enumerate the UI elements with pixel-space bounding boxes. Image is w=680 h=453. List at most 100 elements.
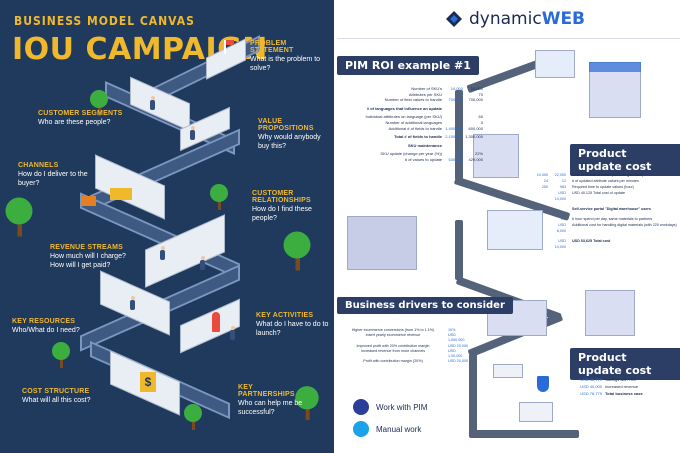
- person-icon: [160, 246, 165, 260]
- total-label: Savings with PIM: [605, 377, 636, 382]
- monitor-icon: [535, 50, 575, 78]
- section-key-activities: KEY ACTIVITIES What do I have to do to l…: [256, 312, 332, 338]
- metric-value-manual: 60: [478, 114, 483, 120]
- driver-value: USD 1,000,000: [448, 333, 465, 343]
- metric-label: Attributes per SKU: [408, 91, 442, 97]
- cost-label: Additional cost for handling digital mat…: [572, 223, 677, 227]
- header-divider: [337, 38, 680, 39]
- driver-row: Profit with contribution margin (20%)USD…: [341, 359, 471, 364]
- driver-label: Increased revenue from more channels: [360, 348, 426, 353]
- tree-icon: [90, 90, 108, 116]
- product-update-cost-title-2: Product update cost: [570, 348, 680, 380]
- total-value: USD 40,000: [580, 384, 602, 389]
- cost-value-2: 22,000: [554, 173, 566, 177]
- cost-value-2: [548, 206, 568, 212]
- metric-value-manual: [463, 143, 483, 149]
- cost-label: # hour spend per day, same materials to …: [572, 217, 653, 221]
- metric-value-manual: 70: [478, 91, 483, 97]
- dollar-sign-icon: $: [140, 372, 156, 392]
- cost-row: 10,000 22,000 Cost of editors to enrich pr…: [528, 172, 678, 178]
- section-desc: Who can help me be successful?: [238, 400, 303, 416]
- section-desc: How much will I charge? How will I get p…: [50, 253, 126, 269]
- road: [469, 354, 477, 434]
- cost-label: USD 40,125 Total cost of update: [572, 191, 626, 195]
- metric-value-pim: 630,000: [448, 156, 463, 162]
- metric-value-manual: 700,000: [468, 97, 483, 103]
- metric-label: SKU maintenance: [407, 142, 442, 148]
- total-value: USD 36,779: [580, 377, 602, 382]
- truck-icon: [82, 196, 96, 206]
- tree-icon: [210, 184, 228, 210]
- legend-dot-manual: [353, 421, 369, 437]
- cost-value-2: 0.5: [560, 217, 566, 221]
- road: [455, 220, 463, 280]
- cost-value-2: 983: [559, 185, 566, 189]
- cost-row: 0.5 # hour spend per day, same materials …: [528, 216, 678, 222]
- metric-value-manual: [463, 106, 483, 112]
- truck-icon: [110, 188, 132, 200]
- person-icon: [130, 296, 135, 310]
- flag-icon: [224, 40, 226, 54]
- cost-value-1: 10,000: [536, 173, 548, 177]
- section-heading: CHANNELS: [18, 162, 59, 169]
- metric-row: SKU maintenance: [343, 143, 483, 149]
- cost-label: Cost of editors to enrich products (per …: [572, 173, 644, 177]
- metric-label: # of values to update: [404, 156, 442, 162]
- business-drivers-title: Business drivers to consider: [337, 297, 513, 314]
- business-drivers-list: Higher ecommerce conversions (from 1% to…: [341, 328, 471, 364]
- metric-value-pim: [445, 143, 463, 149]
- metric-value-manual: 22%: [474, 151, 483, 157]
- cost-value-1: 250: [541, 185, 548, 189]
- metric-value-pim: 10,000: [450, 86, 463, 91]
- logo-text: dynamicWEB: [469, 9, 585, 29]
- metric-label: Additional # of fields to handle: [388, 125, 442, 131]
- cost-label: # of updated attribute values per minute…: [572, 179, 639, 183]
- metric-value-manual: 10,000: [470, 86, 483, 91]
- person-icon: [190, 126, 195, 140]
- section-value-propositions: VALUE PROPOSITIONS Why would anybody buy…: [258, 118, 332, 151]
- legend-dot-pim: [353, 399, 369, 415]
- tree-icon: [5, 197, 33, 237]
- section-problem-statement: PROBLEM STATEMENT What is the problem to…: [250, 40, 330, 73]
- legend-label: Work with PIM: [376, 402, 428, 412]
- server-icon: [585, 290, 635, 336]
- metric-label: Individual attributes on language (per S…: [365, 114, 443, 120]
- business-model-canvas-poster: BUSINESS MODEL CANVAS IOU CAMPAIGN $: [0, 0, 336, 453]
- section-heading: COST STRUCTURE: [22, 388, 90, 395]
- server-icon: [473, 134, 519, 178]
- section-cost-structure: COST STRUCTURE What will all this cost?: [22, 388, 112, 405]
- driver-value: USD 20,000: [448, 343, 469, 348]
- cost-value-1: [528, 190, 548, 202]
- section-desc: Why would anybody buy this?: [258, 134, 321, 150]
- dynamicweb-logo: dynamicWEB: [445, 6, 585, 32]
- cost-label: Self-service portal "Digital warehouse" …: [572, 207, 651, 211]
- cost-row: Self-service portal "Digital warehouse" …: [528, 206, 678, 212]
- tree-icon: [52, 342, 70, 368]
- warehouse-icon: [347, 216, 417, 270]
- metric-row: Individual attributes on language (per S…: [343, 114, 484, 120]
- metric-value-pim: 700,000: [448, 97, 463, 103]
- section-desc: What do I have to do to launch?: [256, 321, 329, 337]
- section-desc: What is the problem to solve?: [250, 56, 321, 72]
- section-desc: What will all this cost?: [22, 397, 91, 404]
- cost-label: USD 53,625 Total cost: [572, 239, 611, 243]
- section-revenue-streams: REVENUE STREAMS How much will I charge? …: [50, 244, 140, 270]
- section-heading: REVENUE STREAMS: [50, 244, 124, 251]
- tree-icon: [184, 404, 202, 430]
- logo-text-plain: dynamic: [469, 9, 542, 29]
- section-heading: KEY RESOURCES: [12, 318, 76, 325]
- logo-mark-icon: [445, 10, 463, 28]
- legend-item-manual: Manual work: [353, 418, 427, 440]
- product-update-cost-title-1: Product update cost: [570, 144, 680, 176]
- metric-label: Total # of fields to handle: [394, 134, 442, 140]
